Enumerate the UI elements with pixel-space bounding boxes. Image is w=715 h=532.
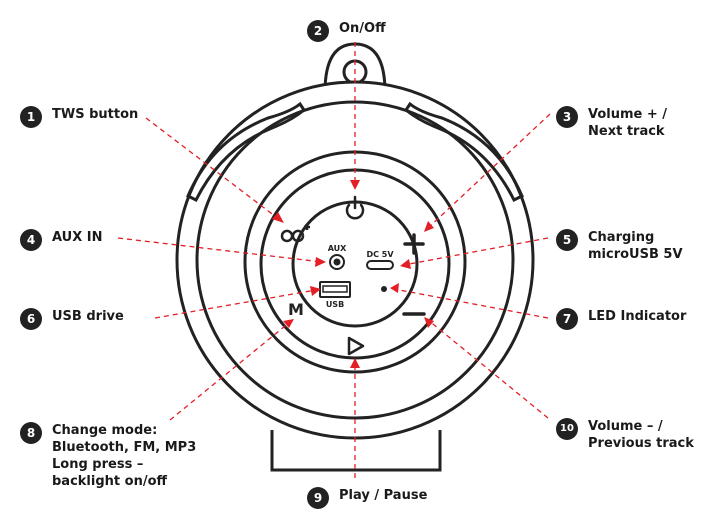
leader-lines	[117, 42, 551, 478]
callout-number-1: 1	[20, 106, 42, 128]
callout-label-led-indicator: LED Indicator	[588, 308, 686, 325]
aux-jack[interactable]	[329, 254, 345, 270]
callout-8-line-4: backlight on/off	[52, 474, 168, 489]
callout-label-change-mode: Change mode: Bluetooth, FM, MP3 Long pre…	[52, 422, 196, 490]
callout-8: 8 Change mode: Bluetooth, FM, MP3 Long p…	[20, 422, 196, 490]
callout-number-5: 5	[556, 229, 578, 251]
arrowhead-3	[424, 221, 434, 232]
arrowhead-4	[315, 257, 326, 267]
callout-label-volume-up: Volume + / Next track	[588, 106, 667, 140]
callout-label-aux-in: AUX IN	[52, 229, 102, 246]
arrowhead-9	[350, 358, 360, 368]
callout-10-line-2: Previous track	[588, 436, 694, 451]
usb-port-label: USB	[326, 300, 344, 309]
callout-9: 9 Play / Pause	[307, 487, 427, 509]
arrowhead-6	[310, 286, 321, 296]
aux-port-label: AUX	[328, 244, 347, 253]
arrowhead-10	[424, 317, 434, 328]
leader-line-10	[427, 319, 549, 419]
callout-1-line-1: TWS button	[52, 107, 139, 122]
leader-line-8	[169, 321, 291, 421]
handle-cutout-left	[186, 101, 306, 203]
leader-line-1	[145, 117, 281, 221]
leader-line-4	[117, 237, 323, 263]
callout-5-line-1: Charging	[588, 230, 655, 245]
bottom-stand	[270, 430, 442, 472]
power-button-icon[interactable]	[345, 195, 365, 220]
play-pause-icon[interactable]	[347, 336, 365, 356]
callout-label-usb-drive: USB drive	[52, 308, 124, 325]
led-indicator	[381, 286, 387, 292]
callout-8-line-3: Long press –	[52, 457, 144, 472]
callout-label-volume-down: Volume – / Previous track	[588, 418, 694, 452]
arrowhead-5	[400, 259, 411, 269]
leader-line-6	[154, 289, 317, 319]
callout-6: 6 USB drive	[20, 308, 124, 330]
callout-9-line-1: Play / Pause	[339, 488, 428, 503]
callout-3-line-2: Next track	[588, 124, 665, 139]
arrowhead-8	[283, 319, 294, 328]
arrowhead-1	[272, 212, 284, 223]
callout-number-7: 7	[556, 308, 578, 330]
callout-5: 5 Charging microUSB 5V	[556, 229, 683, 263]
callout-4: 4 AUX IN	[20, 229, 102, 251]
callout-3: 3 Volume + / Next track	[556, 106, 667, 140]
callout-10-line-1: Volume – /	[588, 419, 663, 434]
callout-8-line-2: Bluetooth, FM, MP3	[52, 440, 197, 455]
mode-button-label[interactable]: M	[288, 300, 304, 319]
callout-number-3: 3	[556, 106, 578, 128]
callout-10: 10 Volume – / Previous track	[556, 418, 694, 452]
aux-jack-hole	[333, 258, 341, 266]
callout-label-on-off: On/Off	[339, 20, 386, 37]
leader-line-5	[403, 237, 549, 266]
callout-number-6: 6	[20, 308, 42, 330]
callout-1: 1 TWS button	[20, 106, 138, 128]
callout-2: 2 On/Off	[307, 20, 386, 42]
callout-5-line-2: microUSB 5V	[588, 247, 683, 262]
dc-port-label: DC 5V	[366, 250, 394, 259]
usb-port-inner	[322, 285, 348, 293]
callout-3-line-1: Volume + /	[588, 107, 668, 122]
callout-number-2: 2	[307, 20, 329, 42]
arrowhead-2	[350, 180, 360, 190]
leader-arrowheads	[272, 180, 434, 368]
callout-8-line-1: Change mode:	[52, 423, 158, 438]
callout-7: 7 LED Indicator	[556, 308, 686, 330]
micro-usb-port[interactable]	[366, 260, 394, 270]
callout-number-9: 9	[307, 487, 329, 509]
callout-4-line-1: AUX IN	[52, 230, 103, 245]
callout-number-4: 4	[20, 229, 42, 251]
callout-label-tws-button: TWS button	[52, 106, 138, 123]
callout-6-line-1: USB drive	[52, 309, 124, 324]
leader-line-3	[427, 113, 551, 229]
arrowhead-7	[390, 283, 399, 293]
callout-number-10: 10	[556, 418, 578, 440]
speaker-ring-1	[195, 100, 515, 420]
leader-line-7	[393, 288, 549, 319]
callout-label-charging: Charging microUSB 5V	[588, 229, 683, 263]
callout-7-line-1: LED Indicator	[588, 309, 687, 324]
callout-label-play-pause: Play / Pause	[339, 487, 427, 504]
tws-button-icon[interactable]	[280, 224, 310, 243]
callout-2-line-1: On/Off	[339, 21, 386, 36]
volume-up-plus-icon[interactable]	[403, 233, 425, 255]
callout-number-8: 8	[20, 422, 42, 444]
handle-cutout-right	[404, 101, 524, 203]
